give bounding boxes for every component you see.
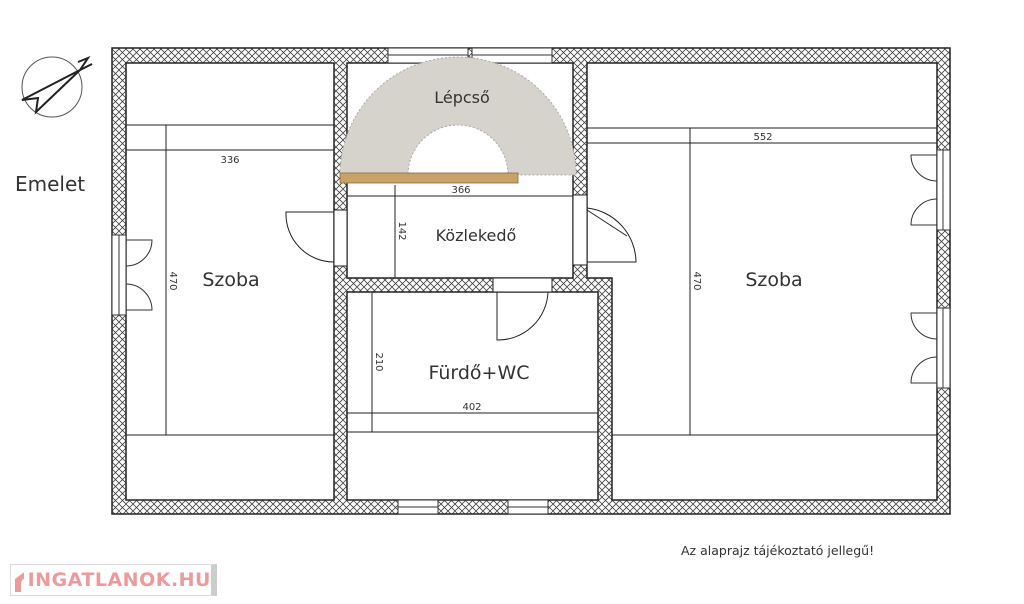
floor-label: Emelet xyxy=(15,172,85,196)
room-label-corridor: Közlekedő xyxy=(436,226,517,245)
bathroom xyxy=(346,291,599,501)
left-room xyxy=(125,62,335,501)
dimension-lines xyxy=(126,124,937,436)
windows xyxy=(111,47,951,515)
house-icon xyxy=(15,572,24,592)
room-label-stairs: Lépcső xyxy=(434,88,490,107)
room-label-right: Szoba xyxy=(745,269,802,291)
dim-left-length: 470 xyxy=(167,271,178,290)
stair-railing xyxy=(339,172,519,184)
doors xyxy=(285,194,637,341)
right-room xyxy=(586,62,938,501)
dim-bath-length: 210 xyxy=(373,352,384,371)
ingatlanok-logo: INGATLANOK.HU xyxy=(10,564,217,596)
compass-icon xyxy=(21,55,93,118)
stairs xyxy=(339,56,577,176)
room-label-left: Szoba xyxy=(202,269,259,291)
dim-right-width: 552 xyxy=(753,132,772,143)
disclaimer: Az alaprajz tájékoztató jellegű! xyxy=(681,543,874,558)
dim-corridor-length: 142 xyxy=(396,221,407,240)
dim-corridor-width: 366 xyxy=(451,185,470,196)
dim-right-length: 470 xyxy=(691,271,702,290)
dim-bath-width: 402 xyxy=(462,402,481,413)
room-label-bathroom: Fürdő+WC xyxy=(428,362,529,384)
dim-left-width: 336 xyxy=(220,155,239,166)
window-sashes xyxy=(125,154,938,384)
logo-text: INGATLANOK.HU xyxy=(27,569,211,591)
